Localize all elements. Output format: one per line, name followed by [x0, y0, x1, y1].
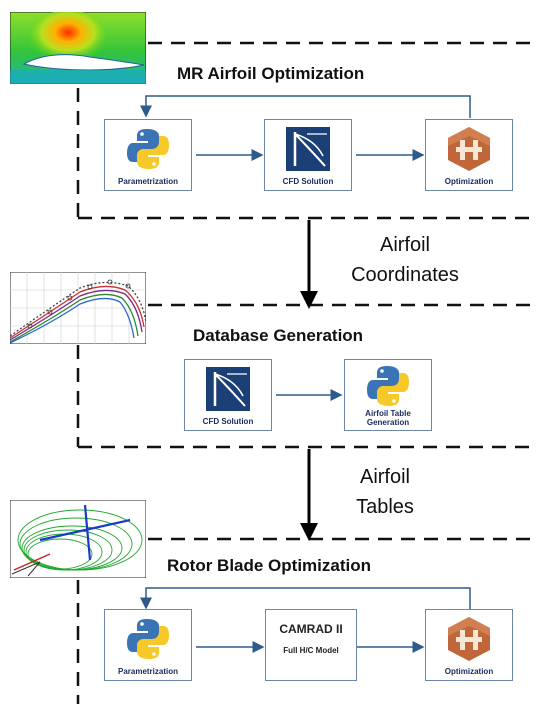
cfd-solution-label-1: CFD Solution — [282, 177, 334, 186]
parametrization-box-2: Parametrization — [104, 609, 192, 681]
cfd-logo-icon — [206, 367, 250, 411]
section1-title: MR Airfoil Optimization — [177, 64, 365, 83]
camrad-title: CAMRAD II — [279, 622, 343, 636]
python-icon — [367, 366, 409, 406]
transition-label-1: Airfoil Coordinates — [330, 230, 480, 290]
cfd-logo-icon — [286, 127, 330, 171]
transition-label-2-line-1: Airfoil — [359, 466, 410, 488]
transition-label-2: Airfoil Tables — [330, 462, 440, 522]
polar-plot-thumbnail — [10, 272, 146, 344]
parametrization-label-2: Parametrization — [117, 667, 179, 676]
optimization-box-1: Optimization — [425, 119, 513, 191]
optimization-logo-icon — [448, 617, 490, 661]
transition-label-1-line-2: Coordinates — [351, 264, 459, 286]
transition-label-2-line-2: Tables — [356, 496, 414, 518]
python-icon — [127, 129, 169, 169]
optimization-label-2: Optimization — [444, 667, 494, 676]
cfd-solution-label-2: CFD Solution — [202, 417, 254, 426]
parametrization-box-1: Parametrization — [104, 119, 192, 191]
parametrization-label-1: Parametrization — [117, 177, 179, 186]
optimization-logo-icon — [448, 127, 490, 171]
optimization-label-1: Optimization — [444, 177, 494, 186]
section2-title: Database Generation — [193, 326, 364, 345]
arrow-rotor-feedback — [140, 587, 471, 610]
airfoil-contour-thumbnail — [10, 12, 146, 84]
camrad-subtitle: Full H/C Model — [283, 646, 339, 655]
airfoil-table-generation-label: Airfoil Table Generation — [365, 409, 411, 427]
section3-title: Rotor Blade Optimization — [167, 556, 371, 575]
rotor-wake-thumbnail — [10, 500, 146, 578]
airfoil-table-generation-box: Airfoil Table Generation — [344, 359, 432, 431]
optimization-box-2: Optimization — [425, 609, 513, 681]
camrad-box: CAMRAD II Full H/C Model — [265, 609, 357, 681]
python-icon — [127, 619, 169, 659]
transition-label-1-line-1: Airfoil — [379, 234, 430, 256]
arrow-opt-feedback — [140, 95, 471, 118]
cfd-solution-box-1: CFD Solution — [264, 119, 352, 191]
cfd-solution-box-2: CFD Solution — [184, 359, 272, 431]
